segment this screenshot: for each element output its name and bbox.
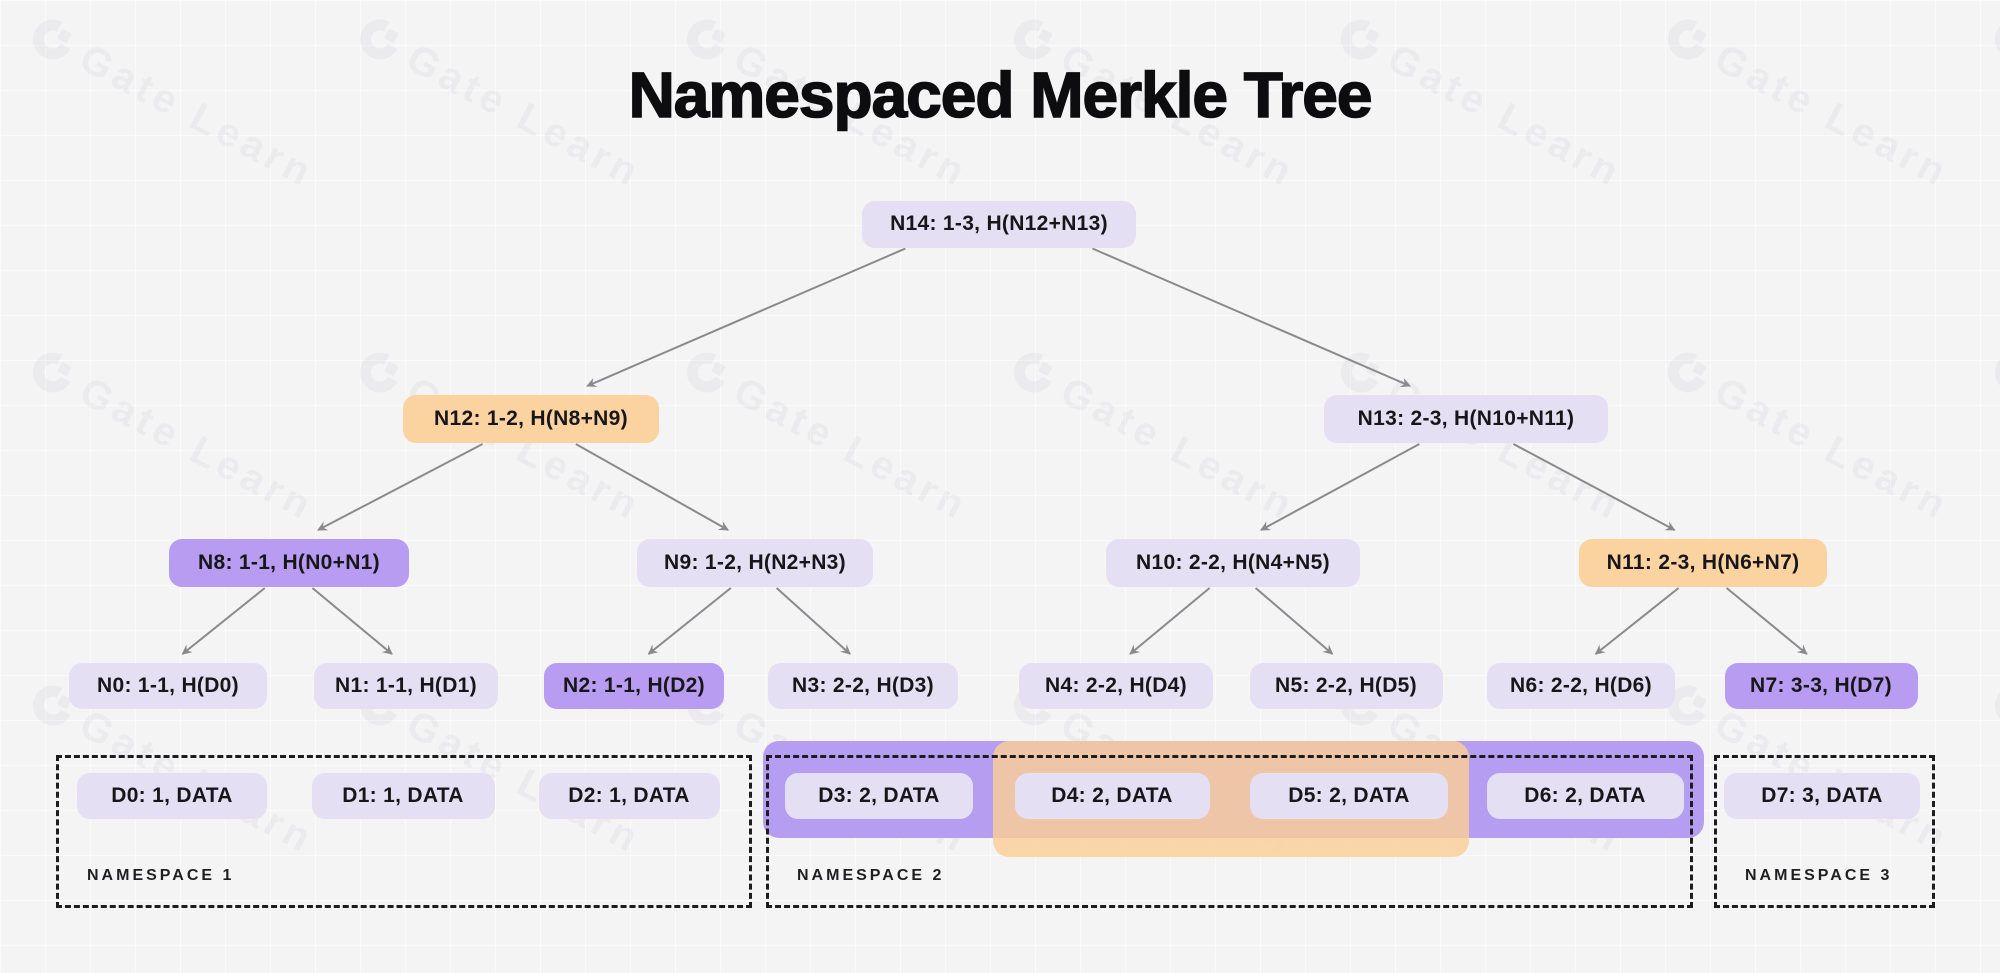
node-label: D4: 2, DATA — [1051, 784, 1173, 807]
node-label: D6: 2, DATA — [1524, 784, 1646, 807]
tree-node-N6: N6: 2-2, H(D6) — [1487, 663, 1675, 709]
node-label: D2: 1, DATA — [568, 784, 690, 807]
node-label: N4: 2-2, H(D4) — [1045, 674, 1187, 697]
node-label: N11: 2-3, H(N6+N7) — [1606, 551, 1800, 574]
tree-node-N11: N11: 2-3, H(N6+N7) — [1579, 539, 1827, 587]
edge-N14-N13 — [1092, 247, 1411, 388]
edge-N13-N11 — [1512, 443, 1676, 531]
node-label: D7: 3, DATA — [1761, 784, 1883, 807]
node-label: N5: 2-2, H(D5) — [1275, 674, 1417, 697]
data-node-D0: D0: 1, DATA — [77, 773, 267, 819]
tree-node-N4: N4: 2-2, H(D4) — [1019, 663, 1213, 709]
tree-node-N1: N1: 1-1, H(D1) — [314, 663, 498, 709]
tree-node-N8: N8: 1-1, H(N0+N1) — [169, 539, 409, 587]
node-label: D1: 1, DATA — [342, 784, 464, 807]
data-node-D7: D7: 3, DATA — [1724, 773, 1920, 819]
edge-N9-N2 — [647, 587, 732, 655]
node-label: N1: 1-1, H(D1) — [335, 674, 477, 697]
tree-node-N13: N13: 2-3, H(N10+N11) — [1324, 395, 1608, 443]
diagram-title: Namespaced Merkle Tree — [628, 58, 1373, 132]
data-node-D6: D6: 2, DATA — [1486, 773, 1684, 819]
node-label: D3: 2, DATA — [818, 784, 940, 807]
node-label: D0: 1, DATA — [111, 784, 233, 807]
tree-node-N14: N14: 1-3, H(N12+N13) — [862, 200, 1136, 248]
tree-node-N2: N2: 1-1, H(D2) — [544, 663, 724, 709]
namespace-box-2: NAMESPACE 2 — [766, 755, 1693, 908]
edge-N11-N7 — [1725, 587, 1808, 655]
edge-N12-N8 — [317, 443, 484, 531]
data-node-D4: D4: 2, DATA — [1014, 773, 1210, 819]
namespace-box-1: NAMESPACE 1 — [56, 755, 752, 908]
node-label: N2: 1-1, H(D2) — [563, 674, 705, 697]
node-label: N12: 1-2, H(N8+N9) — [434, 407, 628, 430]
data-node-D2: D2: 1, DATA — [538, 773, 720, 819]
namespace-label: NAMESPACE 1 — [87, 867, 235, 884]
node-label: N8: 1-1, H(N0+N1) — [198, 551, 380, 574]
data-node-D1: D1: 1, DATA — [311, 773, 495, 819]
node-label: D5: 2, DATA — [1288, 784, 1410, 807]
edge-N8-N1 — [311, 587, 393, 655]
namespace-label: NAMESPACE 3 — [1745, 867, 1893, 884]
node-label: N3: 2-2, H(D3) — [792, 674, 934, 697]
edge-N9-N3 — [775, 587, 851, 655]
edge-N11-N6 — [1594, 587, 1680, 655]
data-node-D3: D3: 2, DATA — [785, 773, 973, 819]
edge-N14-N12 — [586, 247, 906, 388]
node-label: N9: 1-2, H(N2+N3) — [664, 551, 846, 574]
edge-N13-N10 — [1260, 443, 1420, 531]
tree-node-N5: N5: 2-2, H(D5) — [1249, 663, 1443, 709]
tree-node-N12: N12: 1-2, H(N8+N9) — [403, 395, 659, 443]
edge-N12-N9 — [575, 443, 729, 531]
node-label: N10: 2-2, H(N4+N5) — [1136, 551, 1330, 574]
node-label: N7: 3-3, H(D7) — [1750, 674, 1892, 697]
node-label: N6: 2-2, H(D6) — [1510, 674, 1652, 697]
data-node-D5: D5: 2, DATA — [1250, 773, 1448, 819]
tree-node-N0: N0: 1-1, H(D0) — [69, 663, 267, 709]
node-label: N14: 1-3, H(N12+N13) — [890, 212, 1108, 235]
node-label: N13: 2-3, H(N10+N11) — [1357, 407, 1575, 430]
tree-node-N7: N7: 3-3, H(D7) — [1724, 663, 1918, 709]
edge-N8-N0 — [181, 587, 266, 655]
namespace-box-3: NAMESPACE 3 — [1714, 755, 1935, 908]
edge-N10-N5 — [1254, 587, 1334, 655]
tree-node-N10: N10: 2-2, H(N4+N5) — [1106, 539, 1360, 587]
tree-node-N9: N9: 1-2, H(N2+N3) — [637, 539, 873, 587]
tree-node-N3: N3: 2-2, H(D3) — [768, 663, 958, 709]
namespace-label: NAMESPACE 2 — [797, 867, 945, 884]
edge-N10-N4 — [1129, 587, 1211, 655]
node-label: N0: 1-1, H(D0) — [97, 674, 239, 697]
